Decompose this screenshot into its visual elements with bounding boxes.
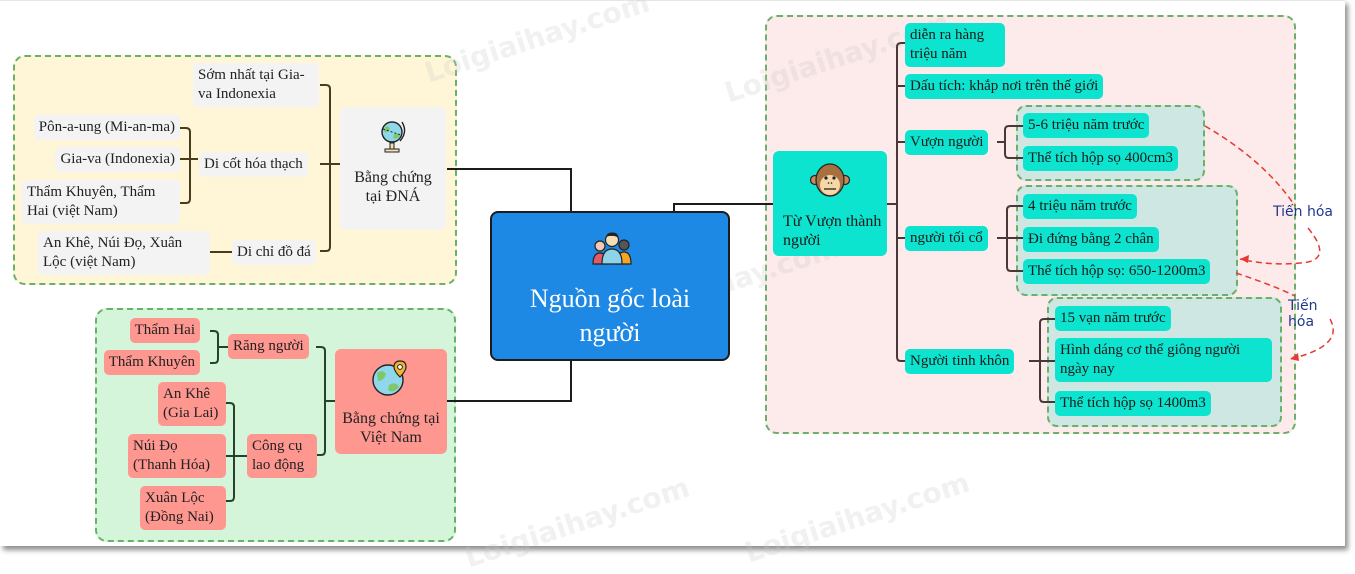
sea-fossil-item[interactable]: Pôn-a-ung (Mi-an-ma) bbox=[33, 115, 180, 140]
stage-homo-sapiens-item[interactable]: 15 vạn năm trước bbox=[1055, 306, 1171, 331]
evolution-duration[interactable]: diễn ra hàng triệu năm bbox=[905, 23, 1005, 67]
evolution-label-text: Từ Vượn thành người bbox=[783, 213, 882, 249]
stage-homo-sapiens-item[interactable]: Thể tích hộp sọ 1400m3 bbox=[1055, 391, 1211, 416]
stage-ape-item[interactable]: 5-6 triệu năm trước bbox=[1023, 113, 1150, 138]
stage-homo-erectus-item[interactable]: Thể tích hộp sọ: 650-1200m3 bbox=[1023, 259, 1211, 284]
connector-root-sea bbox=[447, 168, 572, 213]
globe-icon bbox=[381, 121, 406, 153]
people-group-icon bbox=[592, 232, 632, 265]
arrowheads bbox=[1240, 255, 1299, 361]
earth-pin-icon bbox=[372, 360, 407, 396]
connector-lines bbox=[180, 42, 1334, 502]
stage-homo-erectus[interactable]: người tối cổ bbox=[905, 226, 988, 251]
vn-teeth[interactable]: Răng người bbox=[228, 334, 309, 359]
stage-ape-item[interactable]: Thể tích hộp sọ 400cm3 bbox=[1023, 146, 1178, 171]
stage-homo-sapiens-item[interactable]: Hình dáng cơ thể giông người ngày nay bbox=[1055, 338, 1272, 382]
vn-tools[interactable]: Công cụ lao động bbox=[247, 434, 317, 478]
sea-evidence-node[interactable]: Bằng chứng tại ĐNÁ bbox=[340, 107, 446, 230]
sea-fossils[interactable]: Di cốt hóa thạch bbox=[199, 152, 308, 177]
root-node[interactable]: Nguồn gốc loài người bbox=[490, 211, 730, 361]
stage-ape[interactable]: Vượn người bbox=[905, 130, 989, 155]
evolution-label: Tiến hóa bbox=[1288, 298, 1318, 330]
sea-fossil-item[interactable]: Thẩm Khuyên, Thẩm Hai (việt Nam) bbox=[22, 180, 180, 224]
vn-tools-item[interactable]: Xuân Lộc (Đồng Nai) bbox=[140, 486, 226, 530]
connector-root-vn bbox=[447, 361, 572, 402]
connectors-sea bbox=[180, 84, 340, 253]
evolution-node[interactable]: Từ Vượn thành người bbox=[773, 151, 887, 256]
vn-evidence-node[interactable]: Bằng chứng tại Việt Nam bbox=[335, 349, 447, 454]
vn-teeth-item[interactable]: Thẩm Hai bbox=[129, 318, 200, 343]
stage-homo-erectus-item[interactable]: 4 triệu năm trước bbox=[1023, 194, 1137, 219]
stage-homo-sapiens[interactable]: Người tinh khôn bbox=[905, 349, 1015, 374]
stage-homo-erectus-item[interactable]: Đi đứng bằng 2 chân bbox=[1023, 227, 1159, 252]
vn-teeth-item[interactable]: Thẩm Khuyên bbox=[103, 350, 200, 375]
vn-tools-item[interactable]: An Khê (Gia Lai) bbox=[158, 382, 226, 426]
connector-root-evolution bbox=[673, 203, 773, 211]
sea-stone-sites[interactable]: Di chỉ đồ đá bbox=[232, 240, 316, 265]
sea-evidence-label: Bằng chứng tại ĐNÁ bbox=[354, 169, 432, 205]
evolution-label: Tiến hóa bbox=[1273, 204, 1333, 220]
sea-stone-item[interactable]: An Khê, Núi Đọ, Xuân Lộc (việt Nam) bbox=[38, 231, 210, 275]
root-title: Nguồn gốc loài người bbox=[529, 284, 691, 347]
sea-earliest[interactable]: Sớm nhất tại Gia-va Indonexia bbox=[193, 63, 319, 107]
evolution-traces[interactable]: Dấu tích: khắp nơi trên thế giới bbox=[905, 74, 1104, 99]
vn-tools-item[interactable]: Núi Đọ (Thanh Hóa) bbox=[128, 434, 226, 478]
connectors-vn bbox=[210, 330, 335, 502]
evolution-arrows bbox=[1204, 125, 1334, 360]
monkey-icon bbox=[810, 163, 850, 197]
sea-fossil-item[interactable]: Gia-va (Indonexia) bbox=[55, 147, 180, 172]
connectors-evolution bbox=[887, 42, 1055, 403]
vn-evidence-label: Bằng chứng tại Việt Nam bbox=[342, 410, 440, 446]
